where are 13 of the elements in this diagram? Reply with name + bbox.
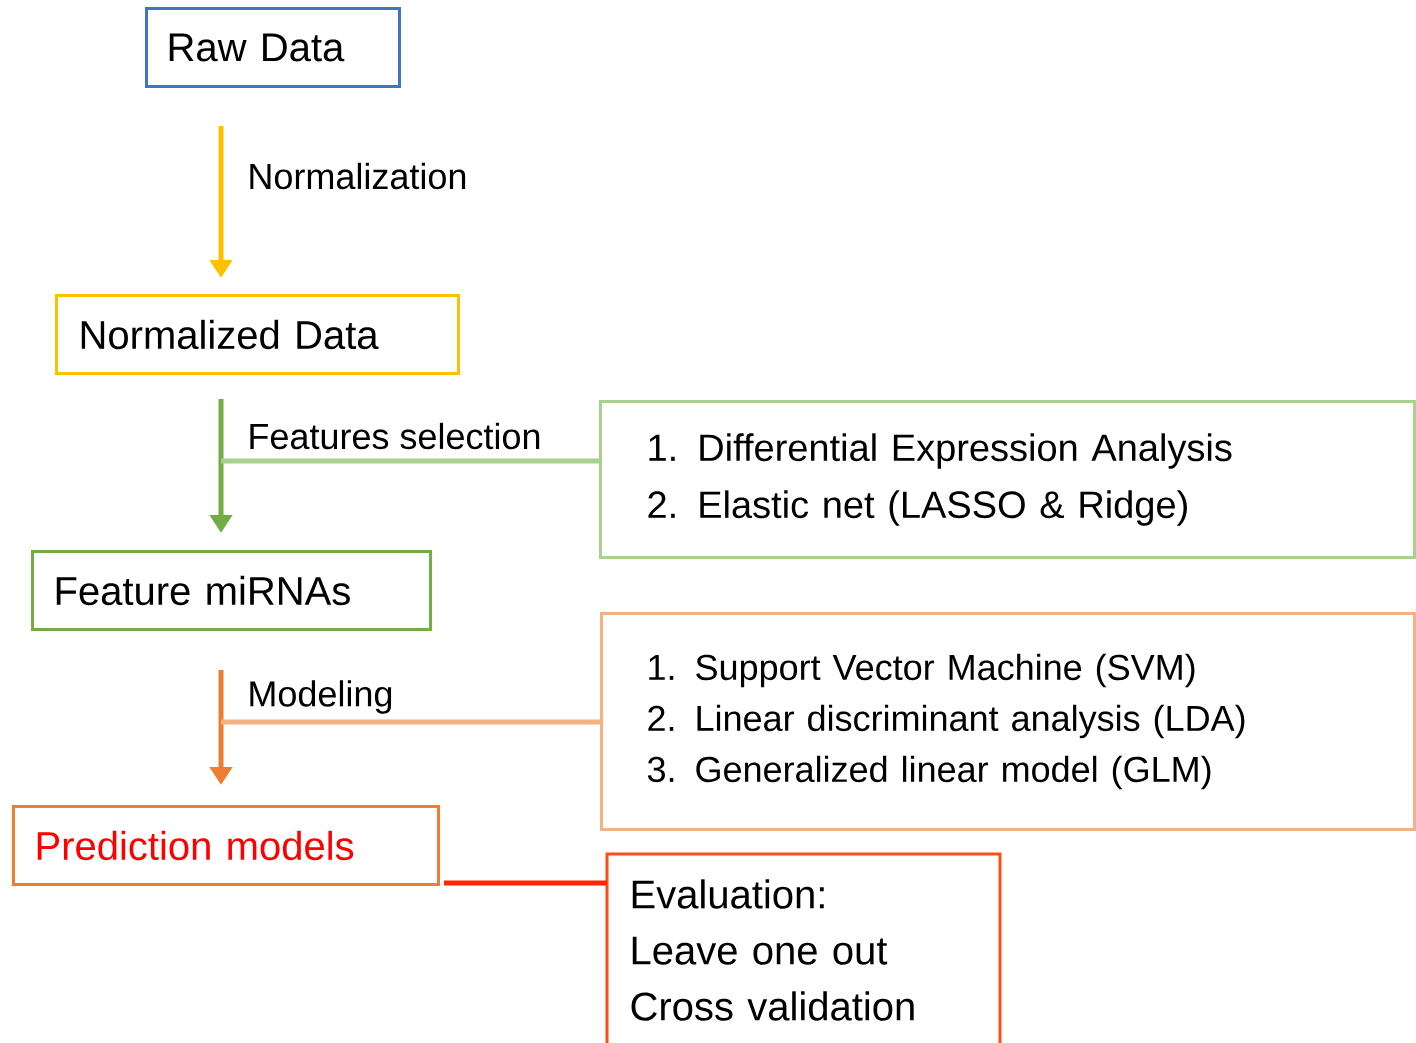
edge-label: Features selection bbox=[250, 422, 540, 450]
edge-label: Modeling bbox=[250, 680, 392, 714]
process-box: Normalized Data bbox=[55, 294, 460, 375]
evaluation-box: Evaluation: Leave one out Cross validation bbox=[605, 852, 1002, 1043]
connector-line bbox=[221, 458, 599, 464]
process-box: Prediction models bbox=[12, 805, 440, 886]
method-list-box: 1. Support Vector Machine (SVM) 2. Linear discriminant analysis (LDA) 3. Generalized linear model (GLM) bbox=[600, 612, 1416, 831]
process-box: Feature miRNAs bbox=[31, 550, 432, 631]
method-list-box: 1. Differential Expression Analysis 2. Elastic net (LASSO & Ridge) bbox=[599, 400, 1416, 559]
process-box: Raw Data bbox=[145, 7, 401, 88]
connector-line bbox=[444, 880, 607, 886]
edge-label: Normalization bbox=[250, 162, 466, 190]
connector-line bbox=[221, 719, 600, 725]
